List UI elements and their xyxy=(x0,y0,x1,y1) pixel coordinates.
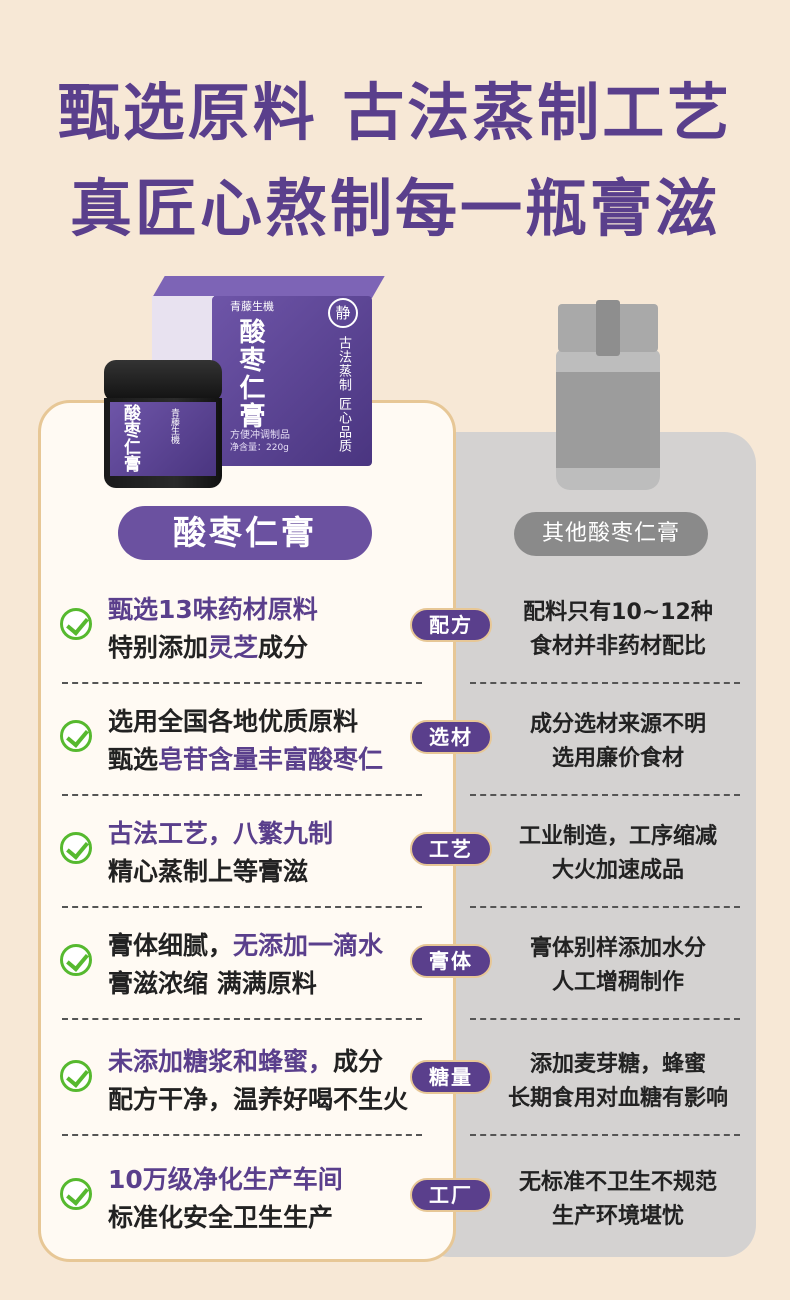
divider xyxy=(62,906,422,908)
check-icon xyxy=(60,1178,92,1210)
generic-jar-label xyxy=(556,372,660,468)
box-top xyxy=(152,276,385,298)
divider xyxy=(470,906,740,908)
row-category-tag: 膏体 xyxy=(410,944,492,978)
check-icon xyxy=(60,608,92,640)
row-0-left2-part-2: 成分 xyxy=(258,633,309,662)
box-product-name: 酸枣仁膏 xyxy=(235,318,265,430)
divider xyxy=(62,682,422,684)
check-icon xyxy=(60,944,92,976)
row-right-line2: 选用廉价食材 xyxy=(551,746,684,771)
comparison-row: 甄选13味药材原料特别添加灵芝成分配方配料只有10~12种食材并非药材配比 xyxy=(0,588,790,700)
jar-product-name: 酸枣仁膏 xyxy=(120,404,140,472)
check-icon xyxy=(60,720,92,752)
row-left-line2: 膏滋浓缩 满满原料 xyxy=(108,964,317,1000)
row-0-left1-part-0: 甄选13味药材原料 xyxy=(108,595,318,624)
others-label: 其他酸枣仁膏 xyxy=(514,512,708,556)
row-left-line2: 甄选皂苷含量丰富酸枣仁 xyxy=(108,740,383,776)
divider xyxy=(470,794,740,796)
ours-label: 酸枣仁膏 xyxy=(118,506,372,560)
row-right-line1: 无标准不卫生不规范 xyxy=(518,1170,717,1195)
row-1-left1-part-0: 选用全国各地优质原料 xyxy=(108,707,359,736)
row-right-line1: 工业制造，工序缩减 xyxy=(518,824,717,849)
row-left-line2: 配方干净，温养好喝不生火 xyxy=(108,1080,408,1116)
comparison-row: 未添加糖浆和蜂蜜，成分配方干净，温养好喝不生火糖量 添加麦芽糖，蜂蜜长期食用对血糖… xyxy=(0,1040,790,1152)
row-category-tag: 选材 xyxy=(410,720,492,754)
row-left-line2: 特别添加灵芝成分 xyxy=(108,628,308,664)
comparison-row: 古法工艺，八繁九制精心蒸制上等膏滋 工艺 工业制造，工序缩减大火加速成品 xyxy=(0,812,790,924)
row-right-line2: 人工增稠制作 xyxy=(551,970,684,995)
row-right-line2: 食材并非药材配比 xyxy=(529,634,706,659)
row-2-left1-part-0: 古法工艺，八繁九制 xyxy=(108,819,334,848)
row-4-left1-part-0: 未添加糖浆和蜂蜜， xyxy=(108,1047,334,1076)
row-5-left2-part-0: 标准化安全卫生生产 xyxy=(108,1203,334,1232)
box-side-text: 古法蒸制 匠心品质 xyxy=(336,336,351,454)
generic-jar-cap-detail xyxy=(596,300,620,356)
row-right-line1: 膏体别样添加水分 xyxy=(529,936,706,961)
row-category-tag: 糖量 xyxy=(410,1060,492,1094)
row-3-left1-part-1: 无添加一滴水 xyxy=(233,931,384,960)
row-right-line2: 生产环境堪忧 xyxy=(551,1204,684,1229)
row-0-left2-part-0: 特别添加 xyxy=(108,633,209,662)
row-5-left1-part-0: 10万级净化生产车间 xyxy=(108,1165,343,1194)
row-right-line1: 配料只有10~12种 xyxy=(523,600,713,625)
check-icon xyxy=(60,1060,92,1092)
divider xyxy=(470,1018,740,1020)
box-subtext: 方便冲调制品 xyxy=(230,430,290,441)
row-left-line1: 甄选13味药材原料 xyxy=(108,590,318,626)
row-0-left2-part-1: 灵芝 xyxy=(208,633,259,662)
row-left-line1: 未添加糖浆和蜂蜜，成分 xyxy=(108,1042,383,1078)
row-left-line1: 10万级净化生产车间 xyxy=(108,1160,343,1196)
row-left-line2: 标准化安全卫生生产 xyxy=(108,1198,333,1234)
jar-lid xyxy=(104,360,222,402)
row-left-line2: 精心蒸制上等膏滋 xyxy=(108,852,308,888)
box-net-content: 净含量：220g xyxy=(230,443,289,453)
row-4-left1-part-1: 成分 xyxy=(333,1047,384,1076)
divider xyxy=(470,682,740,684)
row-right-line2: 长期食用对血糖有影响 xyxy=(507,1086,728,1111)
jar-label xyxy=(110,402,216,476)
row-category-tag: 配方 xyxy=(410,608,492,642)
row-category-tag: 工艺 xyxy=(410,832,492,866)
jar-brand: 青藤生機 xyxy=(169,408,179,444)
row-right-line1: 成分选材来源不明 xyxy=(529,712,706,737)
row-left-line1: 古法工艺，八繁九制 xyxy=(108,814,333,850)
divider xyxy=(62,794,422,796)
row-right-line1: 添加麦芽糖，蜂蜜 xyxy=(529,1052,706,1077)
row-1-left2-part-0: 甄选 xyxy=(108,745,159,774)
row-left-line1: 选用全国各地优质原料 xyxy=(108,702,358,738)
row-category-tag: 工厂 xyxy=(410,1178,492,1212)
row-right-line2: 大火加速成品 xyxy=(551,858,684,883)
comparison-row: 膏体细腻，无添加一滴水膏滋浓缩 满满原料 膏体 膏体别样添加水分人工增稠制作 xyxy=(0,924,790,1036)
comparison-row: 选用全国各地优质原料甄选皂苷含量丰富酸枣仁选材成分选材来源不明选用廉价食材 xyxy=(0,700,790,812)
divider xyxy=(62,1018,422,1020)
row-4-left2-part-0: 配方干净，温养好喝不生火 xyxy=(108,1085,409,1114)
row-3-left1-part-0: 膏体细腻， xyxy=(108,931,234,960)
box-brand: 青藤生機 xyxy=(230,300,274,313)
headline-line1: 甄选原料 古法蒸制工艺 xyxy=(57,76,733,149)
row-left-line1: 膏体细腻，无添加一滴水 xyxy=(108,926,383,962)
box-seal: 静 xyxy=(328,298,358,328)
check-icon xyxy=(60,832,92,864)
divider xyxy=(470,1134,740,1136)
comparison-row: 10万级净化生产车间标准化安全卫生生产 工厂 无标准不卫生不规范生产环境堪忧 xyxy=(0,1158,790,1270)
divider xyxy=(62,1134,422,1136)
headline-line2: 真匠心熬制每一瓶膏滋 xyxy=(69,172,720,245)
row-2-left2-part-0: 精心蒸制上等膏滋 xyxy=(108,857,309,886)
row-3-left2-part-0: 膏滋浓缩 满满原料 xyxy=(108,969,317,998)
row-1-left2-part-1: 皂苷含量丰富酸枣仁 xyxy=(158,745,384,774)
